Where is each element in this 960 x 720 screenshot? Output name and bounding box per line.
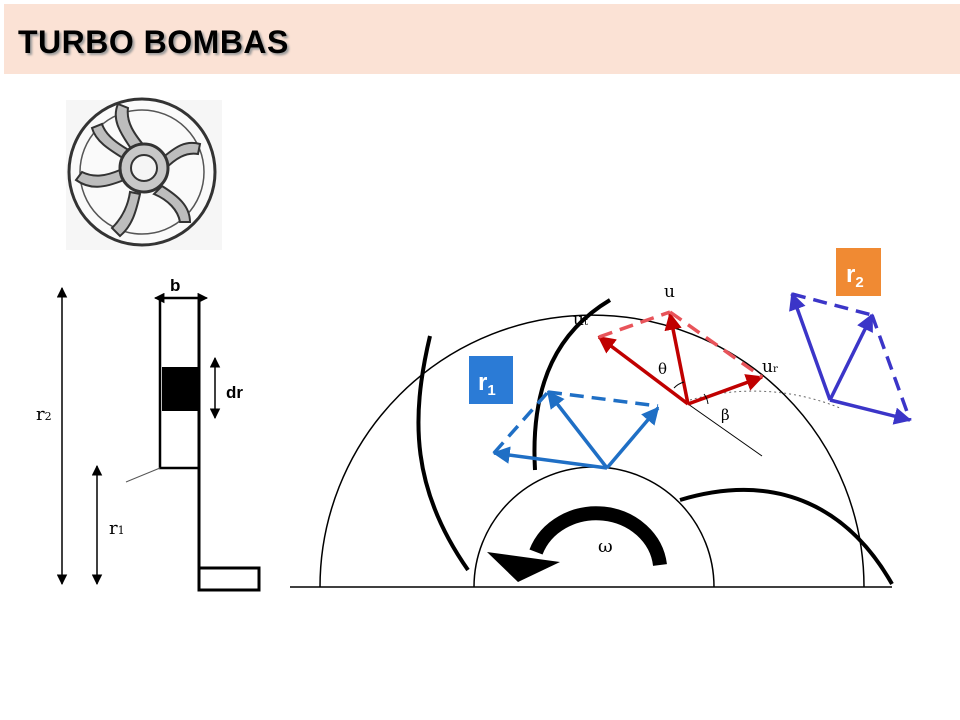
velocity-triangle-r2	[789, 292, 912, 425]
dr-label: dr	[226, 383, 243, 402]
omega-label: ω	[598, 536, 613, 557]
dr-element	[162, 367, 198, 411]
r2-label: r2	[36, 404, 52, 425]
title-bar: TURBO BOMBAS	[4, 4, 960, 74]
r2-badge: r2	[836, 248, 881, 296]
velocity-triangle-mid: u ut ur θ β	[573, 282, 778, 424]
r1-label: r1	[109, 518, 125, 539]
b-label: b	[170, 276, 180, 295]
ur-label: ur	[762, 357, 778, 377]
page-title: TURBO BOMBAS	[18, 24, 289, 60]
svg-text:r2: r2	[846, 261, 864, 291]
svg-text:r1: r1	[478, 369, 496, 399]
impeller-front-view: ω	[290, 298, 894, 588]
u-label: u	[664, 282, 675, 302]
theta-label: θ	[658, 360, 667, 378]
velocity-triangle-r1	[492, 390, 660, 470]
rotation-arrowhead	[487, 552, 560, 582]
beta-label: β	[721, 406, 730, 424]
rotation-arrow	[529, 506, 667, 567]
impeller-sketch	[66, 97, 222, 250]
ut-label: ut	[573, 310, 588, 330]
r1-badge: r1	[469, 356, 513, 404]
side-view: b dr r2 r1	[36, 276, 261, 592]
